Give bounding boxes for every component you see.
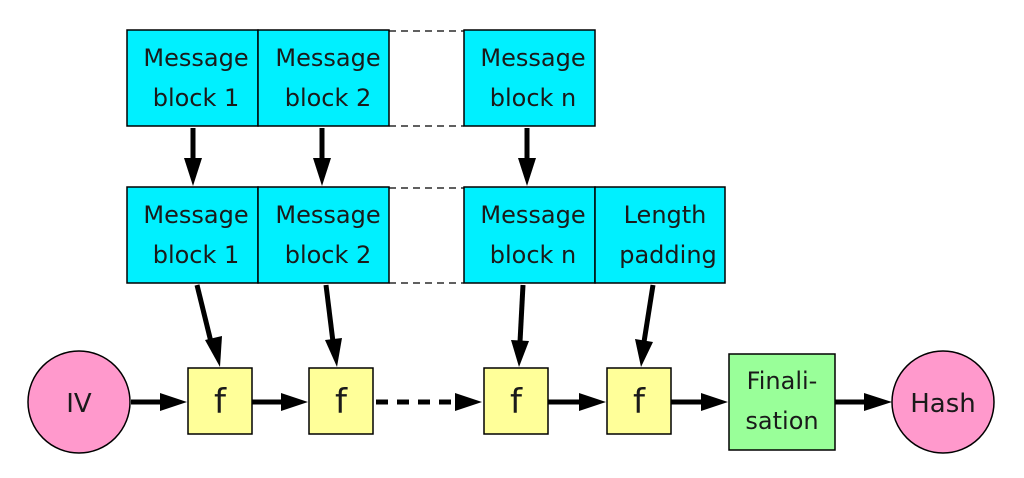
finalisation-box (728, 353, 836, 451)
hash-label: Hash (910, 389, 976, 419)
block-to-function-arrows (194, 284, 656, 367)
arrow-block2-down-head (313, 158, 331, 186)
arrow-blockn-down-head (518, 158, 536, 186)
padded-blocks-row: Message block 1 Message block 2 Message … (126, 186, 726, 284)
padded-block-n-line2: block n (490, 241, 577, 269)
arrow-f4-to-finalisation-head (701, 393, 728, 411)
compression-f1-label: f (214, 382, 227, 422)
arrow-iv-to-f1-head (160, 393, 187, 411)
arrow-pblock2-to-f2 (323, 284, 336, 343)
input-block-n-line1: Message (480, 44, 585, 72)
input-block-n-box (463, 29, 596, 127)
length-padding-line1: Length (624, 201, 707, 229)
input-block-2-line2: block 2 (285, 84, 372, 112)
finalisation-line1: Finali- (747, 367, 818, 395)
arrow-pblockn-to-f3-head (511, 340, 529, 367)
arrow-pblock2-to-f2-head (325, 338, 342, 367)
padded-block-2-box (257, 186, 390, 284)
input-block-n-line2: block n (490, 84, 577, 112)
finalisation-line2: sation (745, 407, 818, 435)
input-block-1-line2: block 1 (153, 84, 240, 112)
arrow-padding-to-f4-head (635, 339, 653, 367)
arrow-pblock1-to-f1 (194, 284, 214, 343)
length-padding-box (594, 186, 726, 284)
arrow-padding-to-f4 (641, 284, 656, 343)
input-block-2-line1: Message (275, 44, 380, 72)
arrow-pblockn-to-f3 (517, 284, 526, 343)
iv-node (27, 350, 131, 454)
input-block-1-line1: Message (143, 44, 248, 72)
compression-chain: IV f f f f Finali- sation Hash (27, 350, 995, 454)
compression-f3-box (483, 367, 549, 435)
iv-label: IV (66, 389, 92, 419)
input-block-1-box (126, 29, 259, 127)
compression-f3-label: f (510, 382, 523, 422)
padded-block-2-line2: block 2 (285, 241, 372, 269)
padded-block-1-line2: block 1 (153, 241, 240, 269)
arrow-f3-to-f4-head (579, 393, 606, 411)
hash-node (891, 350, 995, 454)
padded-block-1-line1: Message (143, 201, 248, 229)
row-connector-arrows (184, 128, 536, 186)
arrow-f1-to-f2-head (281, 393, 308, 411)
padded-block-n-line1: Message (480, 201, 585, 229)
arrow-block1-down-head (184, 158, 202, 186)
length-padding-line2: padding (619, 241, 717, 269)
compression-f4-label: f (633, 382, 646, 422)
padded-block-1-box (126, 186, 259, 284)
arrow-finalisation-to-hash-head (864, 393, 892, 411)
padded-block-2-line1: Message (275, 201, 380, 229)
compression-f2-box (308, 367, 374, 435)
input-block-2-box (257, 29, 390, 127)
compression-f2-label: f (335, 382, 348, 422)
input-blocks-row: Message block 1 Message block 2 Message … (126, 29, 596, 127)
padded-block-n-box (463, 186, 596, 284)
arrow-pblock1-to-f1-head (205, 336, 222, 367)
arrow-f2-to-f3-head (455, 393, 482, 411)
